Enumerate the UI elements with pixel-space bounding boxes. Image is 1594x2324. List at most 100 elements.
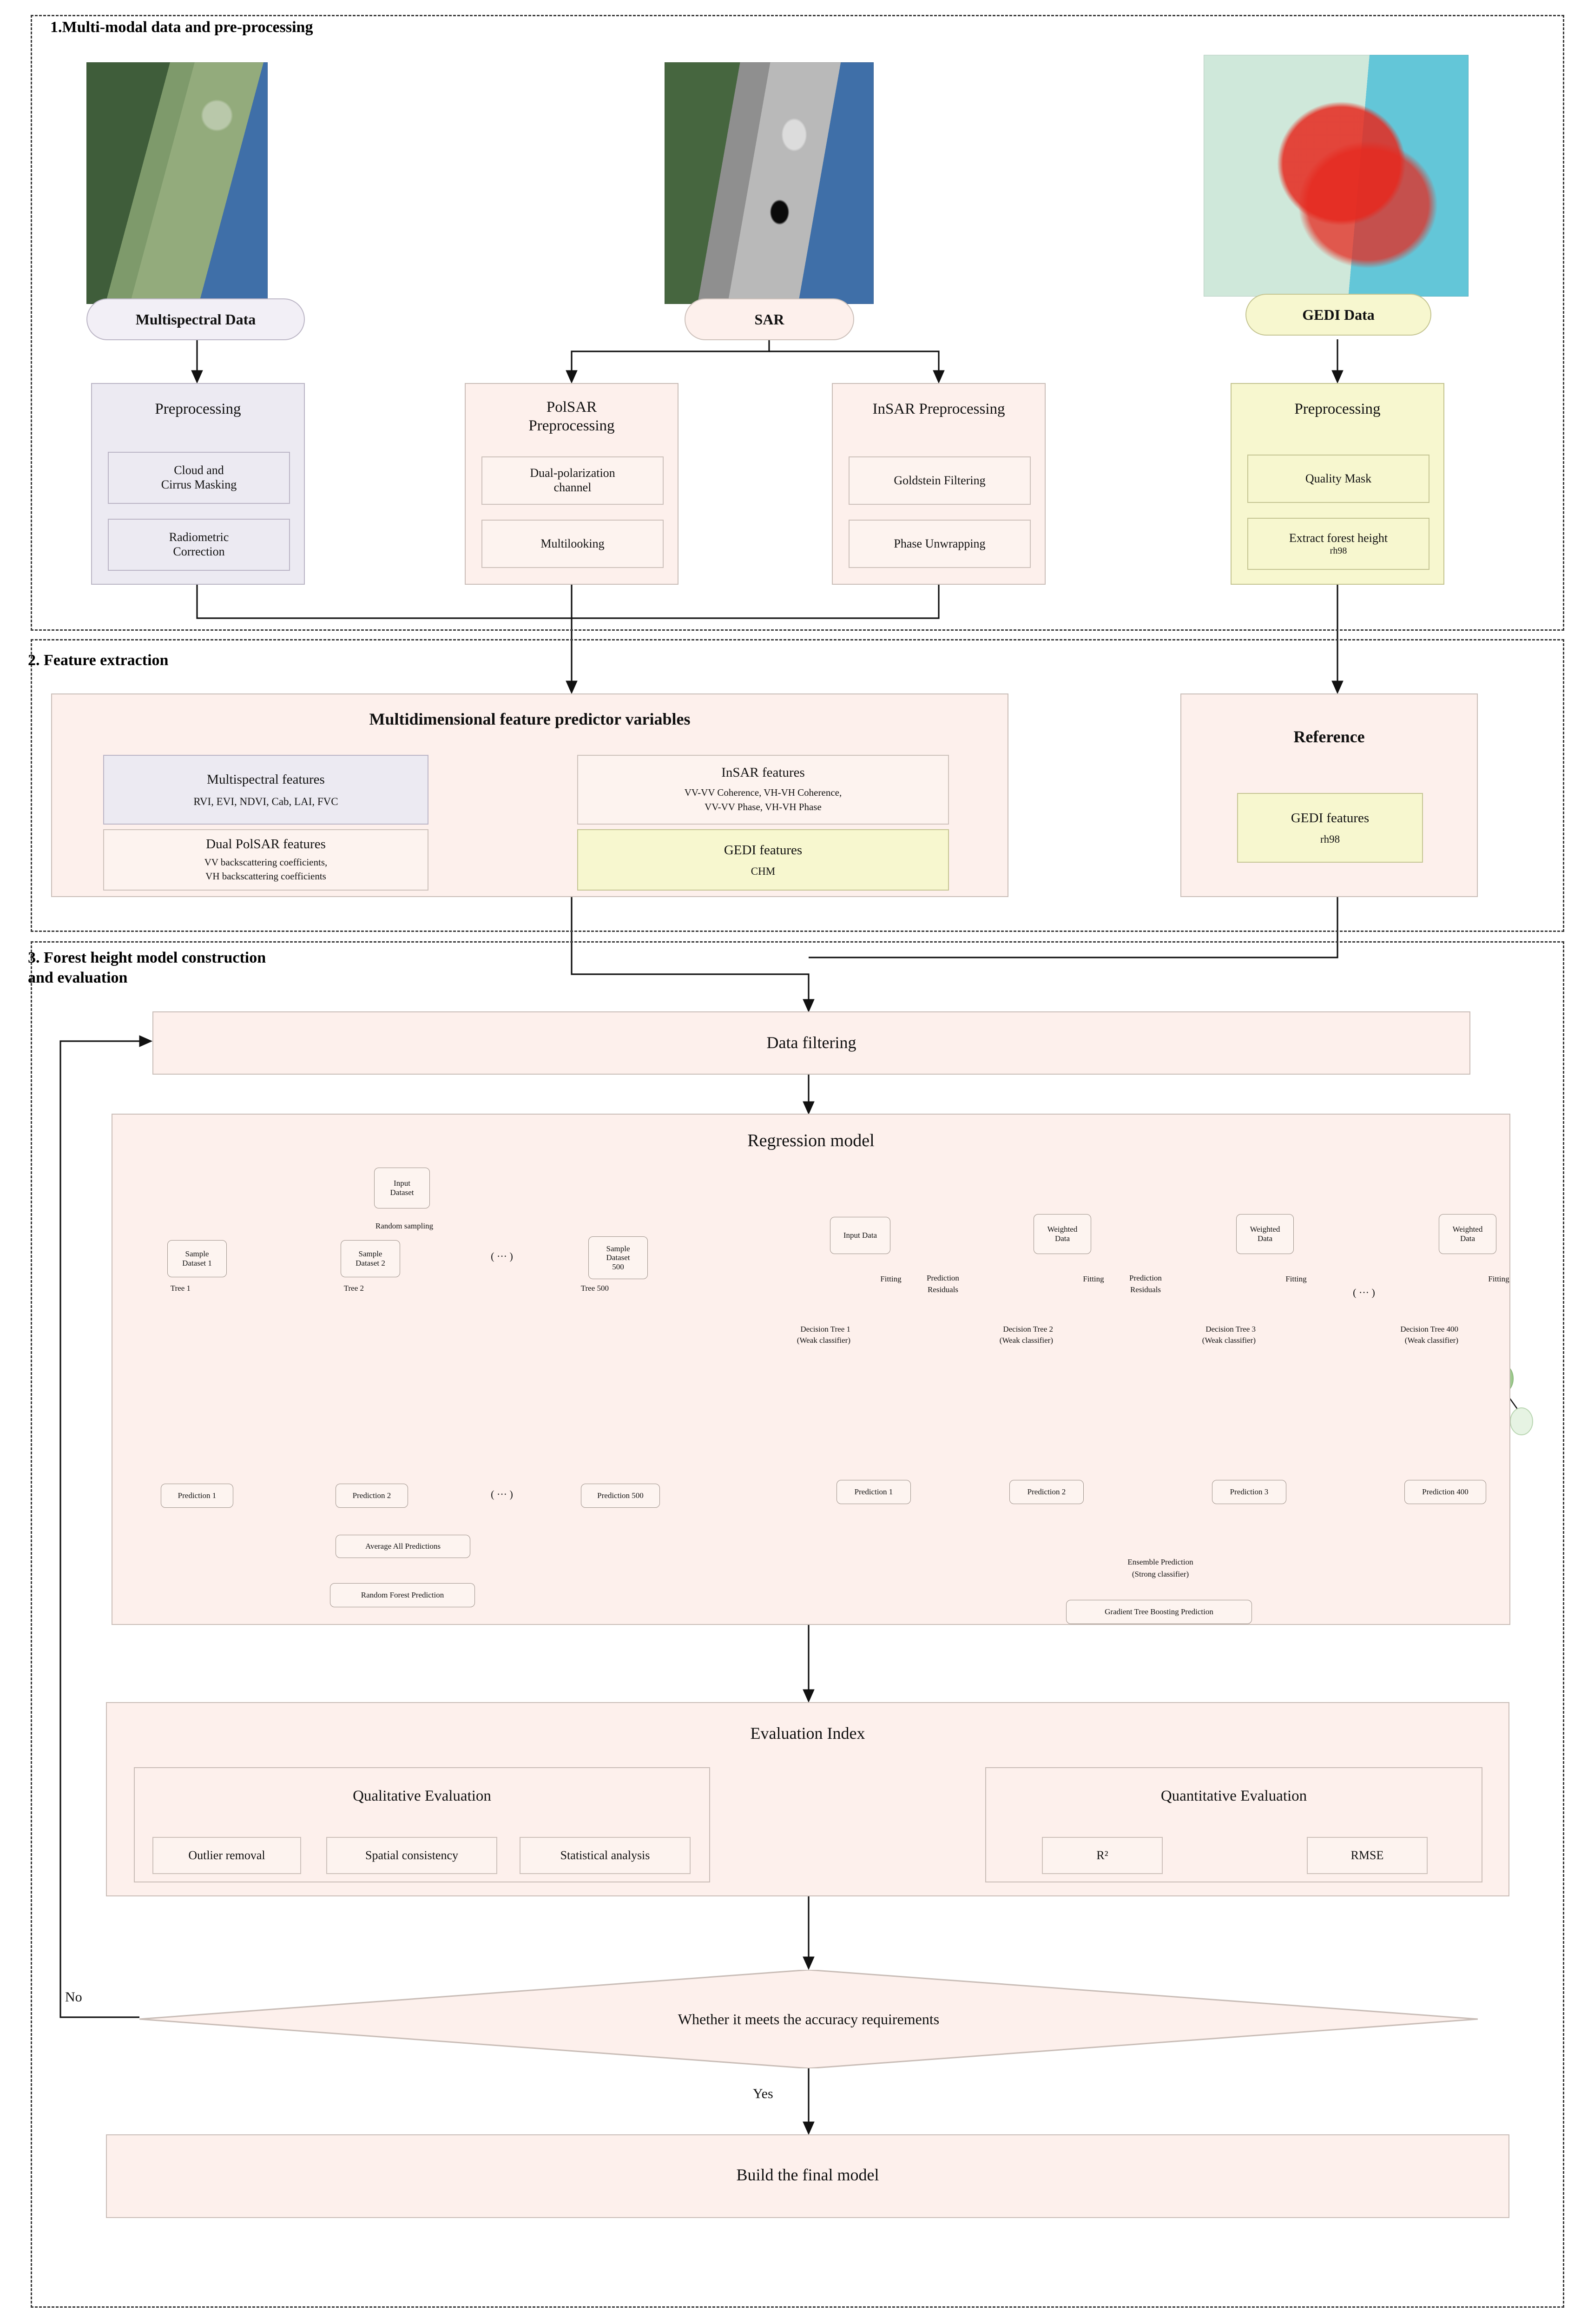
regression-model-label: Regression model bbox=[747, 1131, 875, 1150]
feature-multispectral[interactable]: Multispectral features RVI, EVI, NDVI, C… bbox=[103, 755, 428, 825]
evaluation-index-box: Evaluation Index Qualitative Evaluation … bbox=[106, 1702, 1509, 1896]
feature-name: GEDI features bbox=[724, 843, 803, 858]
feature-detail: rh98 bbox=[1320, 833, 1340, 845]
item-label: R² bbox=[1096, 1848, 1108, 1862]
rf-sample-dataset-1[interactable]: Sample Dataset 1 bbox=[167, 1240, 227, 1277]
decision-diamond[interactable] bbox=[139, 1970, 1478, 2068]
section-2-title: 2. Feature extraction bbox=[28, 652, 169, 669]
preprocessing-item[interactable]: Cloud and Cirrus Masking bbox=[108, 452, 290, 504]
reference-box: Reference GEDI features rh98 bbox=[1180, 693, 1478, 897]
preprocessing-item[interactable]: Dual-polarization channel bbox=[481, 456, 664, 505]
gb-prediction-400[interactable]: Prediction 400 bbox=[1404, 1480, 1486, 1504]
rf-prediction-ellipsis: ( ··· ) bbox=[491, 1488, 513, 1500]
rf-prediction-1[interactable]: Prediction 1 bbox=[161, 1484, 233, 1508]
regression-model-box: Regression model bbox=[112, 1114, 1510, 1625]
data-filtering-box: Data filtering bbox=[152, 1011, 1470, 1075]
rf-prediction-500[interactable]: Prediction 500 bbox=[581, 1484, 660, 1508]
gb-fitting-label-1: Fitting bbox=[880, 1274, 902, 1283]
feature-insar[interactable]: InSAR features VV-VV Coherence, VH-VH Co… bbox=[577, 755, 949, 825]
quantitative-item-r2[interactable]: R² bbox=[1042, 1837, 1163, 1874]
rf-output-prediction[interactable]: Random Forest Prediction bbox=[330, 1583, 475, 1607]
source-label-multispectral[interactable]: Multispectral Data bbox=[86, 298, 305, 340]
preprocessing-title-insar: InSAR Preprocessing bbox=[872, 401, 1005, 417]
preprocessing-title-gedi: Preprocessing bbox=[1294, 401, 1381, 417]
feature-detail: VV-VV Coherence, VH-VH Coherence, VV-VV … bbox=[684, 786, 842, 813]
sar-satellite-thumbnail bbox=[665, 62, 874, 304]
gb-tree-label-400: Decision Tree 400 (Weak classifier) bbox=[1400, 1325, 1458, 1345]
reference-feature-gedi[interactable]: GEDI features rh98 bbox=[1237, 793, 1423, 863]
rf-tree-label-1: Tree 1 bbox=[170, 1284, 191, 1293]
preprocessing-item[interactable]: Goldstein Filtering bbox=[849, 456, 1031, 505]
gb-input-data[interactable]: Input Data bbox=[830, 1217, 890, 1254]
gb-prediction-3[interactable]: Prediction 3 bbox=[1212, 1480, 1286, 1504]
reference-title: Reference bbox=[1293, 727, 1365, 746]
item-line-1: Multilooking bbox=[540, 536, 605, 550]
item-line-1: Radiometric bbox=[169, 530, 229, 544]
decision-text: Whether it meets the accuracy requiremen… bbox=[678, 2011, 940, 2027]
preprocessing-item[interactable]: Radiometric Correction bbox=[108, 519, 290, 571]
rf-sample-ellipsis: ( ··· ) bbox=[491, 1250, 513, 1262]
gb-fitting-label-4: Fitting bbox=[1488, 1274, 1509, 1283]
feature-name: Dual PolSAR features bbox=[206, 837, 326, 852]
rf-tree-label-500: Tree 500 bbox=[580, 1284, 609, 1293]
preprocessing-item[interactable]: Phase Unwrapping bbox=[849, 520, 1031, 568]
preprocessing-item[interactable]: Multilooking bbox=[481, 520, 664, 568]
rf-random-sampling-label: Random sampling bbox=[375, 1221, 434, 1230]
section-2-frame bbox=[31, 639, 1564, 932]
item-label: Statistical analysis bbox=[560, 1848, 650, 1862]
gb-weighted-data-3[interactable]: Weighted Data bbox=[1236, 1214, 1294, 1254]
item-label: RMSE bbox=[1350, 1848, 1384, 1862]
predictor-variables-box: Multidimensional feature predictor varia… bbox=[51, 693, 1008, 897]
gb-ellipsis: ( ··· ) bbox=[1353, 1287, 1375, 1298]
rf-prediction-2[interactable]: Prediction 2 bbox=[336, 1484, 408, 1508]
preprocessing-box-polsar: PolSAR Preprocessing Dual-polarization c… bbox=[465, 383, 678, 585]
preprocessing-title-multispectral: Preprocessing bbox=[155, 401, 241, 417]
item-line-2: channel bbox=[553, 481, 592, 494]
gb-output-prediction[interactable]: Gradient Tree Boosting Prediction bbox=[1066, 1600, 1252, 1624]
preprocessing-item[interactable]: Extract forest height rh98 bbox=[1247, 518, 1429, 570]
feature-name: Multispectral features bbox=[207, 772, 325, 787]
data-filtering-label: Data filtering bbox=[766, 1033, 856, 1052]
gb-weighted-data-2[interactable]: Weighted Data bbox=[1034, 1214, 1091, 1254]
decision-yes-label: Yes bbox=[753, 2086, 773, 2101]
rf-input-dataset[interactable]: Input Dataset bbox=[374, 1168, 430, 1208]
gb-prediction-2[interactable]: Prediction 2 bbox=[1009, 1480, 1084, 1504]
preprocessing-item[interactable]: Quality Mask bbox=[1247, 455, 1429, 503]
rf-tree-label-2: Tree 2 bbox=[343, 1284, 364, 1293]
feature-dual-polsar[interactable]: Dual PolSAR features VV backscattering c… bbox=[103, 829, 428, 891]
section-1-title: 1.Multi-modal data and pre-processing bbox=[50, 19, 313, 36]
feature-detail: RVI, EVI, NDVI, Cab, LAI, FVC bbox=[193, 795, 338, 807]
feature-detail: VV backscattering coefficients, VH backs… bbox=[204, 856, 328, 882]
gb-weighted-data-4[interactable]: Weighted Data bbox=[1439, 1214, 1496, 1254]
feature-detail: CHM bbox=[751, 865, 776, 877]
final-model-label: Build the final model bbox=[736, 2166, 879, 2184]
preprocessing-box-gedi: Preprocessing Quality Mask Extract fores… bbox=[1231, 383, 1444, 585]
final-model-box: Build the final model bbox=[106, 2134, 1509, 2218]
item-line-2: Cirrus Masking bbox=[161, 478, 237, 491]
preprocessing-box-insar: InSAR Preprocessing Goldstein Filtering … bbox=[832, 383, 1046, 585]
rf-sample-dataset-500[interactable]: Sample Dataset 500 bbox=[588, 1236, 648, 1279]
qualitative-item-spatial-consistency[interactable]: Spatial consistency bbox=[326, 1837, 497, 1874]
gb-prediction-1[interactable]: Prediction 1 bbox=[837, 1480, 911, 1504]
gb-residual-label-2: Prediction Residuals bbox=[1129, 1274, 1162, 1294]
section-1-frame bbox=[31, 15, 1564, 631]
gb-fitting-label-3: Fitting bbox=[1285, 1274, 1307, 1283]
gb-tree-label-3: Decision Tree 3 (Weak classifier) bbox=[1202, 1325, 1256, 1345]
feature-gedi[interactable]: GEDI features CHM bbox=[577, 829, 949, 891]
item-line-1: Goldstein Filtering bbox=[894, 473, 986, 487]
source-label-gedi[interactable]: GEDI Data bbox=[1245, 294, 1431, 336]
gb-tree-label-2: Decision Tree 2 (Weak classifier) bbox=[999, 1325, 1053, 1345]
qualitative-evaluation-box: Qualitative Evaluation Outlier removal S… bbox=[134, 1767, 710, 1882]
item-line-2: rh98 bbox=[1330, 545, 1347, 556]
section-3-frame bbox=[31, 941, 1564, 2308]
qualitative-item-statistical-analysis[interactable]: Statistical analysis bbox=[520, 1837, 691, 1874]
multispectral-satellite-thumbnail bbox=[86, 62, 268, 304]
qualitative-item-outlier-removal[interactable]: Outlier removal bbox=[152, 1837, 301, 1874]
rf-average-all-predictions[interactable]: Average All Predictions bbox=[336, 1535, 470, 1558]
item-line-1: Extract forest height bbox=[1289, 531, 1388, 545]
source-label-sar[interactable]: SAR bbox=[685, 298, 854, 340]
item-line-1: Dual-polarization bbox=[530, 466, 615, 480]
item-line-1: Quality Mask bbox=[1305, 471, 1372, 485]
quantitative-item-rmse[interactable]: RMSE bbox=[1307, 1837, 1428, 1874]
rf-sample-dataset-2[interactable]: Sample Dataset 2 bbox=[341, 1240, 400, 1277]
